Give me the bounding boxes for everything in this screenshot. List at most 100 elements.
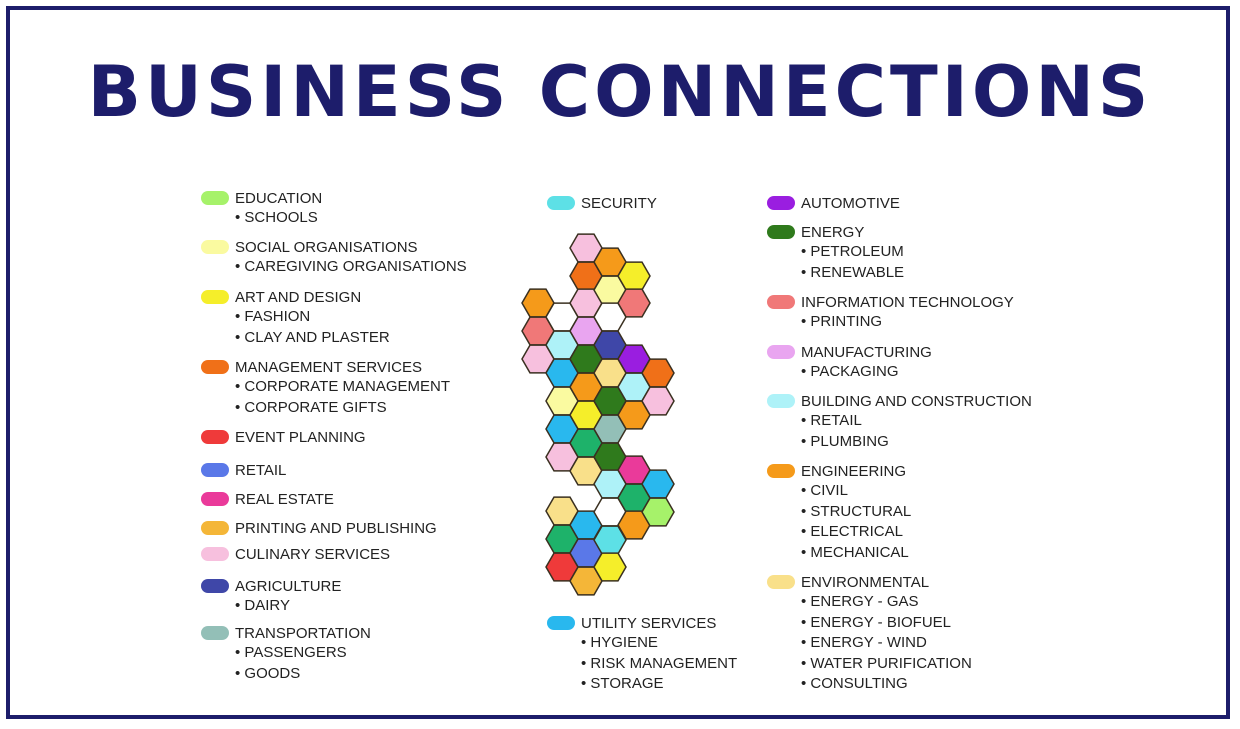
legend-group: TRANSPORTATIONPASSENGERSGOODS [201,623,371,684]
color-swatch [767,345,795,359]
legend-group: SECURITY [547,193,657,213]
legend-header: TRANSPORTATION [201,623,371,643]
legend-label: MANUFACTURING [801,343,932,361]
legend-header: ENERGY [767,222,904,242]
legend-label: INFORMATION TECHNOLOGY [801,293,1014,311]
legend-group: MANAGEMENT SERVICESCORPORATE MANAGEMENTC… [201,357,450,418]
legend-subitem: DAIRY [201,596,341,617]
legend-group: EDUCATIONSCHOOLS [201,188,322,229]
hexagon [641,358,675,388]
legend-subitem: GOODS [201,664,371,685]
legend-subitem: PETROLEUM [767,242,904,263]
legend-header: CULINARY SERVICES [201,544,390,564]
legend-subitem: STORAGE [547,674,737,695]
legend-subitem: PASSENGERS [201,643,371,664]
legend-subitem: HYGIENE [547,633,737,654]
color-swatch [201,547,229,561]
color-swatch [201,430,229,444]
legend-subitem: CAREGIVING ORGANISATIONS [201,257,466,278]
legend-group: AGRICULTUREDAIRY [201,576,341,617]
legend-label: TRANSPORTATION [235,624,371,642]
legend-header: ENVIRONMENTAL [767,572,972,592]
legend-subitem: RETAIL [767,411,1032,432]
legend-group: ENVIRONMENTALENERGY - GASENERGY - BIOFUE… [767,572,972,695]
legend-header: AUTOMOTIVE [767,193,900,213]
legend-subitem: ENERGY - WIND [767,633,972,654]
legend-group: BUILDING AND CONSTRUCTIONRETAILPLUMBING [767,391,1032,452]
legend-label: MANAGEMENT SERVICES [235,358,422,376]
color-swatch [201,521,229,535]
legend-header: MANUFACTURING [767,342,932,362]
legend-label: EDUCATION [235,189,323,207]
legend-label: CULINARY SERVICES [235,545,391,563]
legend-subitem: CIVIL [767,481,911,502]
border-frame [6,6,1230,719]
legend-header: EDUCATION [201,188,322,208]
legend-header: AGRICULTURE [201,576,341,596]
legend-group: EVENT PLANNING [201,427,366,447]
color-swatch [201,463,229,477]
legend-label: SECURITY [581,194,657,212]
legend-subitem: ELECTRICAL [767,522,911,543]
color-swatch [767,295,795,309]
legend-subitem: PACKAGING [767,362,932,383]
legend-subitem: FASHION [201,307,390,328]
legend-label: ENVIRONMENTAL [801,573,930,591]
legend-label: REAL ESTATE [235,490,334,508]
legend-label: ENERGY [801,223,865,241]
legend-label: ENGINEERING [801,462,907,480]
legend-group: UTILITY SERVICESHYGIENERISK MANAGEMENTST… [547,613,737,695]
legend-group: AUTOMOTIVE [767,193,900,213]
hexagon [617,288,651,318]
legend-group: MANUFACTURINGPACKAGING [767,342,932,383]
color-swatch [201,240,229,254]
legend-subitem: RENEWABLE [767,263,904,284]
legend-subitem: WATER PURIFICATION [767,654,971,675]
legend-subitem: ENERGY - BIOFUEL [767,613,972,634]
legend-subitem: MECHANICAL [767,543,911,564]
legend-group: ART AND DESIGNFASHIONCLAY AND PLASTER [201,287,390,348]
legend-header: EVENT PLANNING [201,427,366,447]
legend-label: AUTOMOTIVE [801,194,900,212]
legend-label: BUILDING AND CONSTRUCTION [801,392,1032,410]
hexagon [641,497,675,527]
color-swatch [547,616,575,630]
legend-subitem: SCHOOLS [201,208,322,229]
legend-label: ART AND DESIGN [235,288,362,306]
legend-subitem: STRUCTURAL [767,502,911,523]
legend-label: EVENT PLANNING [235,428,366,446]
legend-group: ENGINEERINGCIVILSTRUCTURALELECTRICALMECH… [767,461,911,563]
legend-header: SOCIAL ORGANISATIONS [201,237,467,257]
legend-subitem: PRINTING [767,312,1014,333]
color-swatch [547,196,575,210]
legend-header: MANAGEMENT SERVICES [201,357,450,377]
color-swatch [767,225,795,239]
legend-label: AGRICULTURE [235,577,342,595]
color-swatch [201,492,229,506]
legend-group: ENERGYPETROLEUMRENEWABLE [767,222,904,283]
legend-header: BUILDING AND CONSTRUCTION [767,391,1032,411]
legend-group: PRINTING AND PUBLISHING [201,518,437,538]
legend-subitem: CORPORATE GIFTS [201,398,450,419]
color-swatch [767,196,795,210]
legend-header: REAL ESTATE [201,489,334,509]
legend-header: UTILITY SERVICES [547,613,737,633]
color-swatch [201,290,229,304]
legend-subitem: CLAY AND PLASTER [201,328,389,349]
legend-subitem: CORPORATE MANAGEMENT [201,377,450,398]
legend-group: CULINARY SERVICES [201,544,390,564]
color-swatch [767,575,795,589]
legend-group: RETAIL [201,460,286,480]
legend-header: ART AND DESIGN [201,287,390,307]
legend-subitem: CONSULTING [767,674,972,695]
page-title: BUSINESS CONNECTIONS [87,51,1153,133]
color-swatch [201,191,229,205]
hexagon [641,386,675,416]
legend-header: INFORMATION TECHNOLOGY [767,292,1014,312]
legend-header: SECURITY [547,193,657,213]
legend-header: RETAIL [201,460,286,480]
legend-label: RETAIL [235,461,287,479]
hexagon [617,261,651,291]
hexagon [593,552,627,582]
